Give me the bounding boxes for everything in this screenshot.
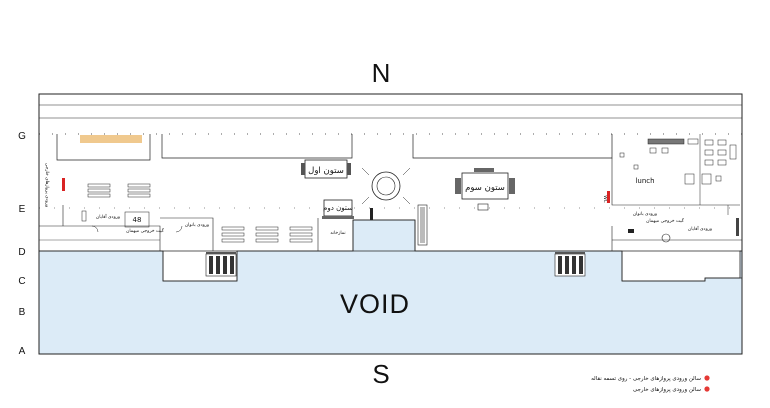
wall-north-left	[56, 134, 151, 161]
row-label-d: D	[18, 247, 25, 258]
wall-center-notch	[352, 219, 416, 251]
void-label: VOID	[340, 289, 410, 319]
door-swing-left	[91, 225, 99, 233]
legend-item-0: سالن ورودی پروازهای خارجی - روی تسمه نقا…	[591, 376, 701, 382]
south-label: S	[372, 359, 389, 389]
red-marker-left	[62, 178, 65, 191]
row-label-c: C	[18, 276, 25, 287]
left-kiosk	[81, 210, 87, 222]
column-third-kiosk	[477, 203, 489, 211]
legend-dot-1	[704, 386, 710, 392]
escalator-right	[554, 252, 586, 277]
column-first-right-strip	[347, 163, 351, 175]
column-first-label: ستون اول	[308, 166, 344, 176]
row-label-b: B	[19, 307, 26, 318]
wall-gate-left	[160, 217, 214, 251]
escalator-left	[205, 252, 237, 277]
wall-north-mid	[161, 134, 353, 159]
wall-escalator-left-bay	[162, 251, 238, 282]
column-third-label: ستون سوم	[465, 183, 505, 193]
wc-sign: WC	[602, 195, 608, 203]
lunch-label: lunch	[635, 177, 654, 185]
prayer-room-label: نمازخانه	[330, 231, 345, 236]
row-label-a: A	[19, 346, 26, 357]
row-labels: G E D C B A	[18, 131, 26, 357]
column-third-right	[509, 178, 515, 194]
outbound-gate-left: گیت خروجی میهمان	[126, 227, 165, 234]
column-second-label: ستون دوم	[323, 204, 353, 212]
barrier-right	[417, 204, 428, 246]
wall-left-lower	[39, 225, 161, 251]
column-third-left	[455, 178, 461, 194]
legend: سالن ورودی پروازهای خارجی - روی تسمه نقا…	[591, 375, 710, 393]
building-outline	[38, 93, 743, 355]
left-wall-sign: ورودی پروازهای خارجی	[44, 163, 49, 207]
orange-stand	[80, 135, 142, 143]
column-third-box	[461, 172, 509, 200]
wall-right-lower	[611, 226, 742, 251]
women-entrance-left: ورودی بانوان	[185, 223, 209, 228]
lunch-furniture	[619, 138, 737, 185]
right-desk	[628, 229, 634, 233]
seating-left	[87, 183, 151, 198]
barrier-right-fill	[420, 207, 425, 243]
right-edge-barrier	[736, 218, 739, 236]
row-label-g: G	[18, 131, 26, 142]
column-second-counter	[322, 216, 354, 219]
legend-item-1: سالن ورودی پروازهای خارجی	[633, 387, 702, 393]
row-label-e: E	[19, 204, 26, 215]
wall-east-room	[611, 158, 740, 206]
wall-escalator-right-bay	[621, 251, 742, 282]
legend-dot-0	[704, 375, 710, 381]
red-marker-right	[607, 191, 610, 203]
seating-center	[221, 226, 313, 243]
gentlemen-entrance-left: ورودی آقایان	[96, 214, 120, 220]
outbound-gate-right: گیت خروجی میهمان	[646, 217, 685, 224]
center-post	[370, 208, 373, 220]
women-entrance-right: ورودی بانوان	[633, 212, 657, 217]
number-48-label: 48	[133, 216, 142, 224]
column-third-top	[474, 168, 494, 172]
wall-north-right	[412, 134, 613, 159]
north-label: N	[372, 58, 391, 88]
number-48-box	[124, 211, 150, 228]
right-fixture	[661, 233, 671, 243]
gentlemen-entrance-right: ورودی آقایان	[688, 226, 712, 232]
door-swing-mid	[175, 225, 183, 233]
north-wall-step	[38, 94, 742, 106]
center-round-kiosk	[361, 167, 411, 205]
column-first-left-strip	[301, 163, 305, 175]
